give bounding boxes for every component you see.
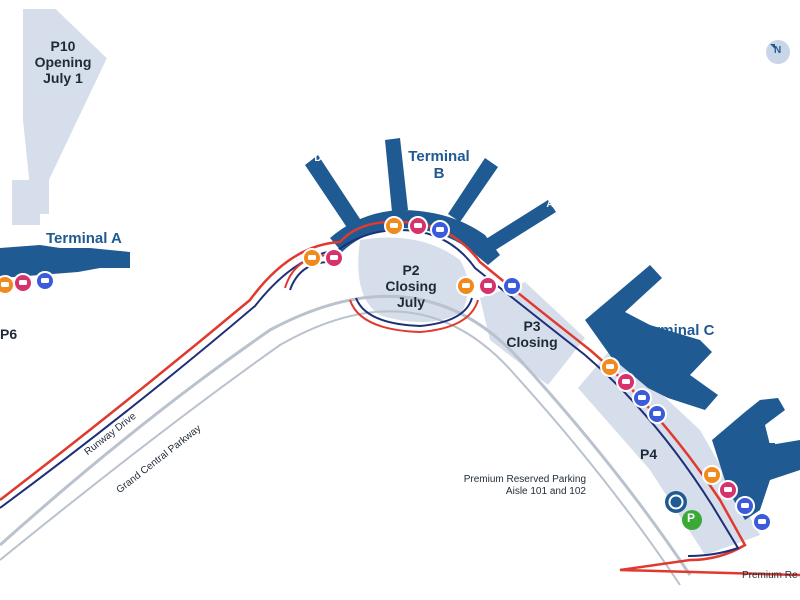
terminal-shapes xyxy=(0,138,800,520)
bus-icon-glyph xyxy=(1,282,9,287)
taxi-icon-glyph xyxy=(622,379,630,384)
shuttle-icon-glyph xyxy=(638,395,646,400)
gate-d-label: D xyxy=(314,153,322,164)
service-icons xyxy=(0,216,772,532)
gate-a-label: A xyxy=(546,199,554,210)
lot-p3-status: Closing xyxy=(506,334,558,351)
premium-parking-annotation: Premium Reserved Parking Aisle 101 and 1… xyxy=(428,474,586,497)
lot-p2 xyxy=(358,237,469,323)
terminal-c-shape xyxy=(585,265,718,410)
premium-parking-line2: Aisle 101 and 102 xyxy=(505,485,586,497)
parkway-road-2 xyxy=(0,310,681,586)
lot-p4-label: P4 xyxy=(640,446,658,462)
lot-p10-date: July 1 xyxy=(43,70,83,87)
terminal-b-line1: Terminal xyxy=(408,148,470,165)
premium-parking-line1: Premium Reserved Parking xyxy=(463,474,586,485)
lot-p6-label: P6 xyxy=(0,326,18,342)
bus-icon-glyph xyxy=(308,255,316,260)
p2-loop-blue xyxy=(355,297,473,328)
parkway-road xyxy=(0,294,692,576)
shuttle-icon-glyph xyxy=(758,519,766,524)
compass-icon xyxy=(766,40,790,64)
shuttle-icon-glyph xyxy=(41,278,49,283)
parking-icon xyxy=(682,510,702,530)
pier-b xyxy=(448,158,498,222)
lot-p10-status: Opening xyxy=(34,54,92,71)
bus-icon-glyph xyxy=(708,472,716,477)
lot-p10-name: P10 xyxy=(50,38,76,54)
bus-icon-glyph xyxy=(390,223,398,228)
premium-bottom-label: Premium Re xyxy=(742,570,798,581)
taxi-icon-glyph xyxy=(19,280,27,285)
lot-a-left xyxy=(12,180,40,225)
terminal-a-shape xyxy=(0,245,130,278)
taxi-icon-glyph xyxy=(330,255,338,260)
lot-p10-label: P10 Opening July 1 xyxy=(32,38,94,86)
shuttle-icon-glyph xyxy=(741,503,749,508)
parking-letter: P xyxy=(687,511,696,525)
runway-drive-blue xyxy=(0,228,740,557)
terminal-c-label: Terminal C xyxy=(638,322,715,339)
lot-p3-label: P3 Closing xyxy=(498,318,566,350)
terminal-d-label: Term xyxy=(766,440,800,457)
terminal-b-label: Terminal B xyxy=(405,148,473,183)
gate-c-label: C xyxy=(388,131,396,142)
pier-d xyxy=(305,155,362,232)
shuttle-icon-glyph xyxy=(436,227,444,232)
lot-p2-date: July xyxy=(396,294,425,311)
bus-icon-glyph xyxy=(462,283,470,288)
p2-loop-red xyxy=(349,299,479,334)
taxi-icon-glyph xyxy=(414,223,422,228)
lot-p2-label: P2 Closing July xyxy=(376,262,446,310)
pier-a xyxy=(478,200,556,256)
taxi-icon-glyph xyxy=(484,283,492,288)
bus-icon-glyph xyxy=(606,364,614,369)
terminal-a-label: Terminal A xyxy=(46,230,122,247)
terminal-b-line2: B xyxy=(433,165,445,183)
lot-p3-name: P3 xyxy=(523,318,541,334)
premium-parking-icon xyxy=(665,491,687,513)
compass-letter: N xyxy=(774,45,782,56)
lot-p3 xyxy=(480,282,585,385)
lot-p2-name: P2 xyxy=(402,262,420,278)
shuttle-icon-glyph xyxy=(508,283,516,288)
shuttle-icon-glyph xyxy=(653,411,661,416)
lot-p2-status: Closing xyxy=(385,278,437,295)
taxi-icon-glyph xyxy=(724,487,732,492)
lot-p10 xyxy=(21,7,110,216)
lot-p4 xyxy=(578,348,760,555)
pier-c xyxy=(385,138,408,212)
gate-b-label: B xyxy=(483,150,491,161)
